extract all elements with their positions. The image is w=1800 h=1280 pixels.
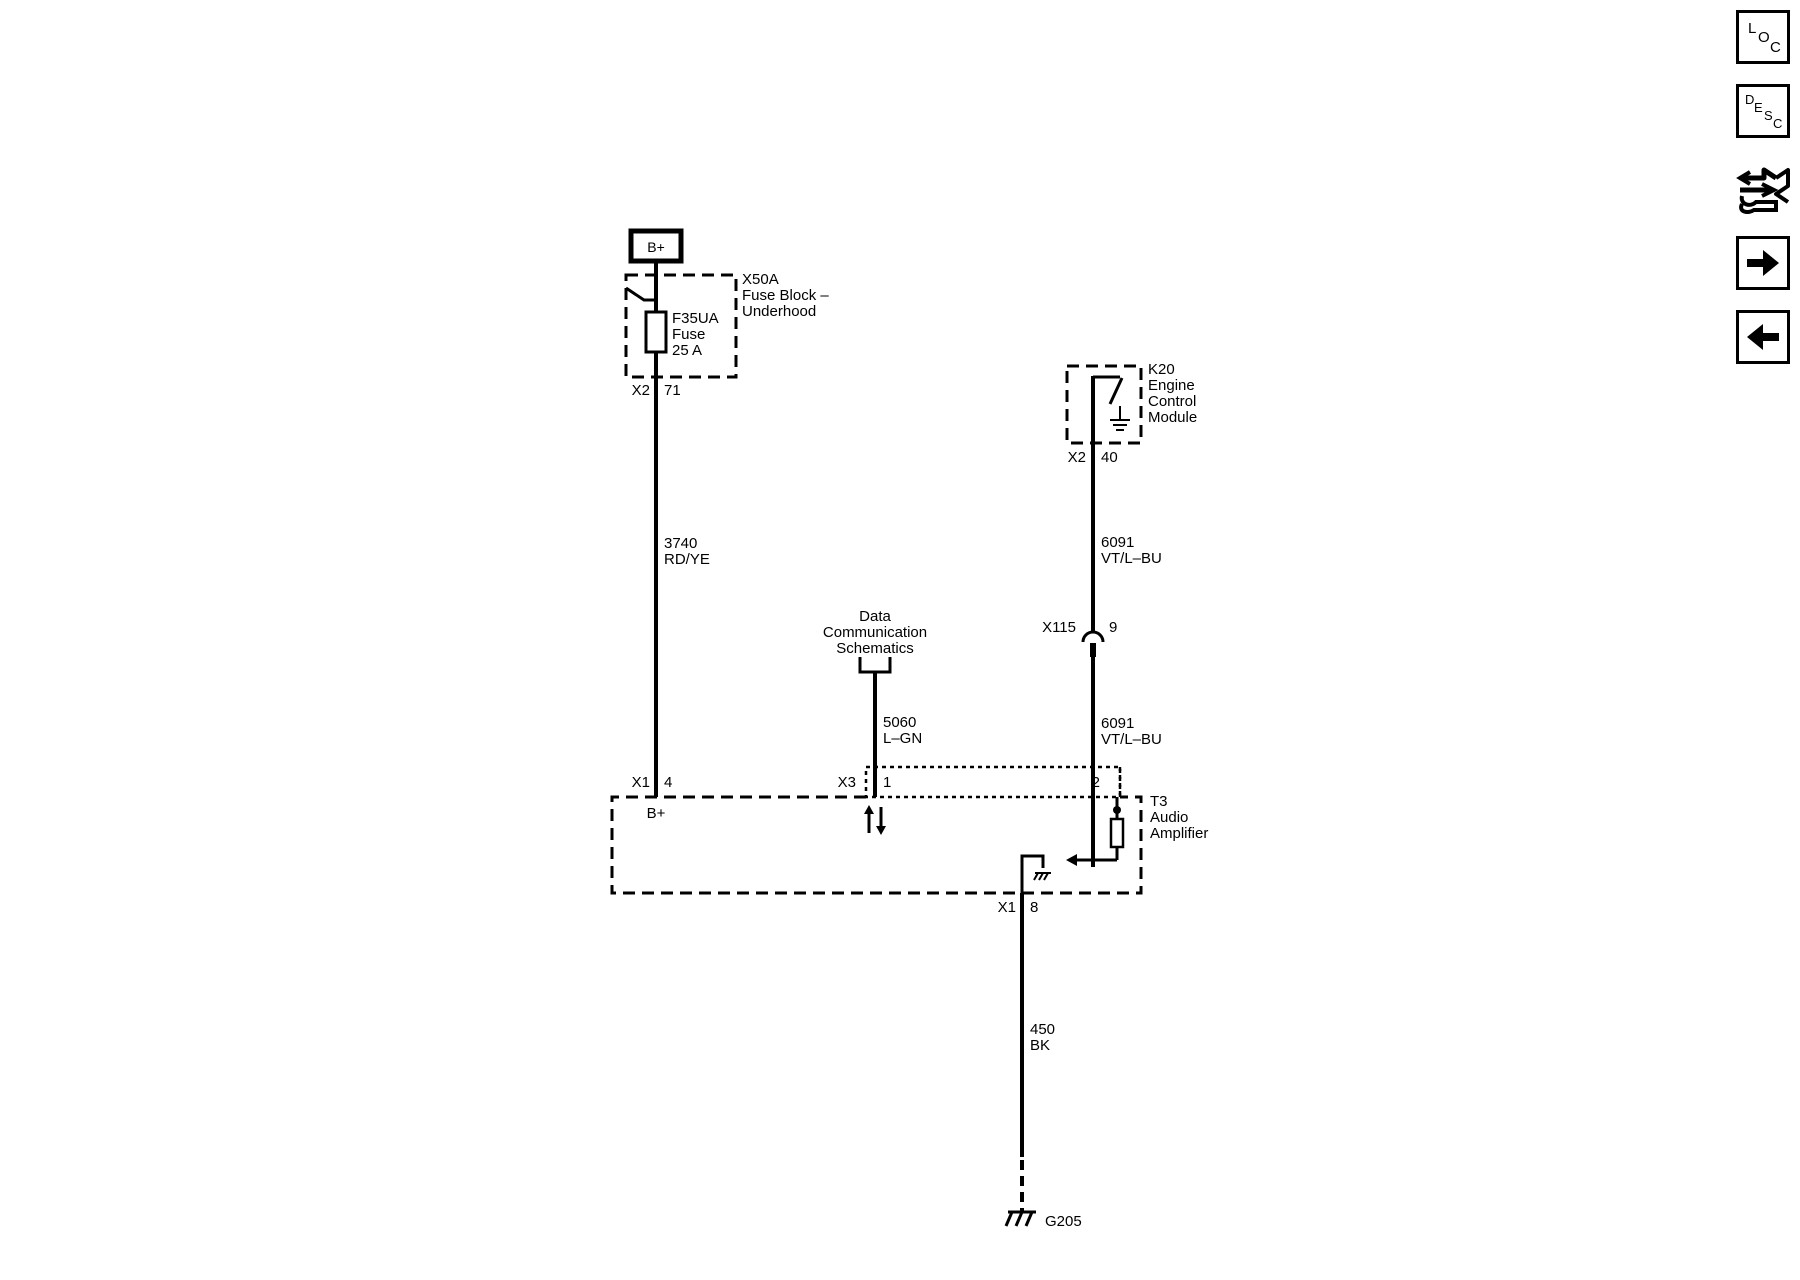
wire-6091-upper: 6091 VT/L–BU	[1091, 443, 1162, 632]
wire-450: 450 BK	[1020, 893, 1055, 1212]
chassis-ground-icon	[1020, 854, 1051, 900]
wire-6091-upper-color: VT/L–BU	[1101, 550, 1162, 567]
connector-female-icon	[1081, 630, 1105, 643]
wire-450-circuit: 450	[1030, 1021, 1055, 1038]
fuse-block-connection-icon	[625, 286, 656, 302]
desc-letter-2: E	[1754, 100, 1763, 115]
fuse-block-connector: X2	[632, 382, 650, 399]
wire-3740-circuit: 3740	[664, 535, 697, 552]
desc-letter-1: D	[1745, 92, 1754, 107]
arrow-left-icon	[1747, 324, 1779, 350]
arrow-right-icon	[1747, 250, 1779, 276]
audio-amplifier-t3: T3 Audio Amplifier X1 4 B+ X3 1 2	[610, 765, 1208, 916]
amp-signal-pin: 2	[1092, 774, 1100, 791]
fuse-word: Fuse	[672, 326, 705, 343]
fuse-block-id: X50A	[742, 271, 779, 288]
location-icon: L O C	[1748, 20, 1781, 56]
battery-power-source: B+	[628, 228, 684, 264]
description-button[interactable]: D E S C	[1736, 84, 1790, 138]
loc-letter-3: C	[1770, 39, 1781, 56]
amp-data-connector: X3	[838, 774, 856, 791]
pull-up-resistor-icon	[1093, 797, 1125, 862]
fuse-block-x50a: X50A Fuse Block – Underhood F35UA Fuse 2…	[624, 261, 829, 399]
loc-letter-1: L	[1748, 20, 1756, 37]
ecm-connector: X2	[1068, 449, 1086, 466]
ecm-ground-icon	[1110, 406, 1130, 431]
fuse-id: F35UA	[672, 310, 719, 327]
ecm-name-2: Control	[1148, 393, 1196, 410]
wire-5060-color: L–GN	[883, 730, 922, 747]
wire-450-color: BK	[1030, 1037, 1050, 1054]
fuse-block-name-2: Underhood	[742, 303, 816, 320]
x115-pin: 9	[1109, 619, 1117, 636]
ground-icon	[1004, 1210, 1036, 1227]
back-button[interactable]	[1736, 310, 1790, 364]
data-comm-line-3: Schematics	[836, 640, 914, 657]
ecm-k20: K20 Engine Control Module X2 40	[1065, 361, 1197, 466]
amp-power-connector: X1	[632, 774, 650, 791]
ecm-pin: 40	[1101, 449, 1118, 466]
forward-button[interactable]	[1736, 236, 1790, 290]
desc-letter-3: S	[1764, 108, 1773, 123]
connector-view-icon	[1736, 167, 1790, 214]
ecm-name-1: Engine	[1148, 377, 1195, 394]
wire-3740: 3740 RD/YE	[654, 377, 710, 797]
wire-3740-color: RD/YE	[664, 551, 710, 568]
inline-connector-x115: X115 9	[1042, 619, 1117, 657]
wire-6091-lower-circuit: 6091	[1101, 715, 1134, 732]
amp-power-pin: 4	[664, 774, 672, 791]
ground-g205: G205	[1004, 1210, 1082, 1230]
description-icon: D E S C	[1745, 92, 1782, 131]
connector-male-icon	[1090, 643, 1096, 657]
fuse-rating: 25 A	[672, 342, 702, 359]
ecm-id: K20	[1148, 361, 1175, 378]
wire-5060: 5060 L–GN	[873, 672, 922, 797]
wire-5060-circuit: 5060	[883, 714, 916, 731]
ground-id: G205	[1045, 1213, 1082, 1230]
battery-label: B+	[647, 239, 665, 255]
data-comm-line-2: Communication	[823, 624, 927, 641]
x115-id: X115	[1042, 619, 1076, 636]
fuse-block-name-1: Fuse Block –	[742, 287, 829, 304]
data-communication-reference[interactable]: Data Communication Schematics	[823, 608, 927, 674]
reference-bracket-icon	[858, 657, 892, 674]
wire-6091-upper-circuit: 6091	[1101, 534, 1134, 551]
location-button[interactable]: L O C	[1736, 10, 1790, 64]
amplifier-id: T3	[1150, 793, 1168, 810]
amplifier-name-1: Audio	[1150, 809, 1188, 826]
amp-power-label: B+	[647, 805, 666, 822]
amp-data-pin: 1	[883, 774, 891, 791]
amplifier-name-2: Amplifier	[1150, 825, 1208, 842]
wire-6091-lower: 6091 VT/L–BU	[1091, 657, 1162, 867]
ecm-switch-icon	[1108, 377, 1124, 405]
data-comm-line-1: Data	[859, 608, 891, 625]
wire-6091-lower-color: VT/L–BU	[1101, 731, 1162, 748]
fuse-icon	[644, 310, 668, 354]
bidirectional-arrows-icon	[864, 805, 886, 835]
ecm-name-3: Module	[1148, 409, 1197, 426]
amp-ground-pin: 8	[1030, 899, 1038, 916]
amp-ground-connector: X1	[998, 899, 1016, 916]
loc-letter-2: O	[1758, 29, 1770, 46]
fuse-block-pin: 71	[664, 382, 681, 399]
connector-view-button[interactable]	[1736, 156, 1790, 218]
signal-input-arrow-icon	[1066, 854, 1093, 866]
desc-letter-4: C	[1773, 116, 1782, 131]
